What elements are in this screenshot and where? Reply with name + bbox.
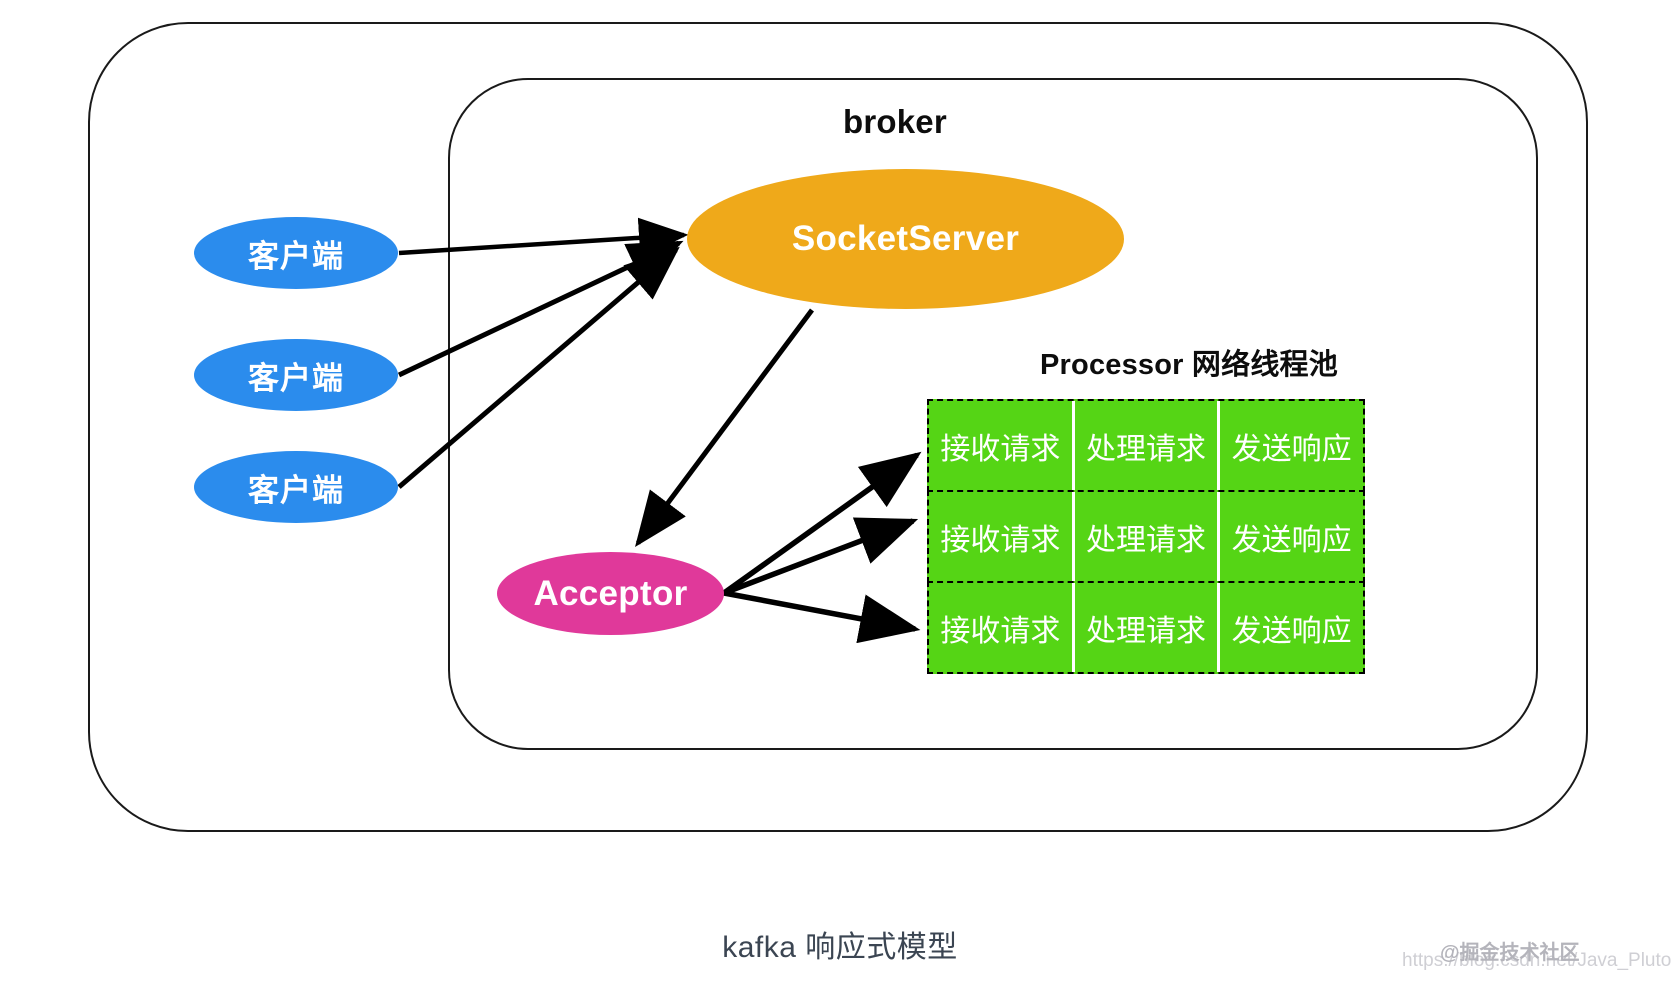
client-node-3-label: 客户端 bbox=[248, 472, 344, 508]
acceptor-node[interactable]: Acceptor bbox=[497, 552, 724, 635]
diagram-caption: kafka 响应式模型 bbox=[722, 931, 958, 964]
processor-stage-receive: 接收请求 bbox=[940, 432, 1061, 466]
processor-stage-respond: 发送响应 bbox=[1217, 492, 1363, 581]
processor-pool-title: Processor 网络线程池 bbox=[1040, 349, 1338, 381]
processor-stage-handle: 处理请求 bbox=[1071, 401, 1218, 490]
client-node-1[interactable]: 客户端 bbox=[194, 217, 398, 289]
processor-stage-respond: 发送响应 bbox=[1217, 401, 1363, 490]
processor-stage-receive: 接收请求 bbox=[940, 523, 1061, 557]
acceptor-node-label: Acceptor bbox=[533, 573, 688, 613]
socketserver-node-label: SocketServer bbox=[791, 219, 1020, 258]
client-node-3[interactable]: 客户端 bbox=[194, 451, 398, 523]
processor-stage-handle: 处理请求 bbox=[1071, 492, 1218, 581]
client-node-2[interactable]: 客户端 bbox=[194, 339, 398, 411]
processor-thread-row[interactable]: 接收请求 处理请求 发送响应 bbox=[927, 581, 1365, 674]
broker-title: broker bbox=[843, 103, 947, 140]
processor-pool-grid: 接收请求 处理请求 发送响应 接收请求 处理请求 发送响应 接收请求 处理请求 … bbox=[927, 399, 1365, 674]
watermark: https://blog.csdn.net/Java_Pluto @掘金技术社区 bbox=[1402, 928, 1672, 978]
watermark-brand: @掘金技术社区 bbox=[1440, 942, 1580, 964]
socketserver-node[interactable]: SocketServer bbox=[687, 169, 1124, 309]
client-node-1-label: 客户端 bbox=[248, 238, 344, 274]
processor-stage-handle: 处理请求 bbox=[1071, 583, 1218, 672]
processor-stage-respond: 发送响应 bbox=[1217, 583, 1363, 672]
processor-thread-row[interactable]: 接收请求 处理请求 发送响应 bbox=[927, 490, 1365, 583]
client-node-2-label: 客户端 bbox=[248, 360, 344, 396]
outer-boundary bbox=[88, 22, 1588, 832]
watermark-url: https://blog.csdn.net/Java_Pluto bbox=[1402, 950, 1672, 971]
processor-stage-receive: 接收请求 bbox=[940, 614, 1061, 648]
processor-thread-row[interactable]: 接收请求 处理请求 发送响应 bbox=[927, 399, 1365, 492]
